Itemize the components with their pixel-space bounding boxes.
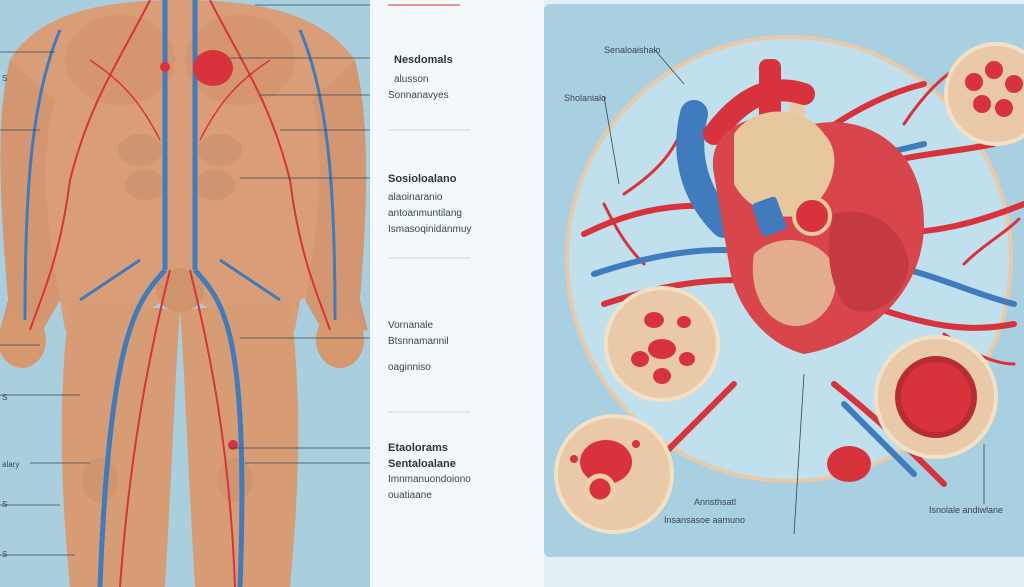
heart-label-2: Sholanialo xyxy=(564,93,607,103)
body-label-8: Vornanale xyxy=(388,320,434,331)
body-label-13: Imnmanuondoiono xyxy=(388,474,471,485)
body-illustration-panel: S S alary S S xyxy=(0,0,370,587)
label-column: Nesdomals alusson Sonnanavyes Sosioloala… xyxy=(370,0,544,587)
edge-label: S xyxy=(2,393,8,402)
body-label-12: Sentaloalane xyxy=(388,458,456,470)
body-label-6: antoanmuntilang xyxy=(388,208,462,219)
edge-label: S xyxy=(2,74,8,83)
heart-label-3: Annsthsatl xyxy=(694,497,737,507)
body-label-5: alaoinaranio xyxy=(388,192,443,203)
heart-label-5: Isnolale andiwlane xyxy=(929,505,1004,515)
body-label-3: Sonnanavyes xyxy=(388,90,449,101)
heart-detail-panel: Senaloaishalo Sholanialo Annsthsatl Insa… xyxy=(544,4,1024,557)
body-label-9: Btsnnamannil xyxy=(388,336,449,347)
heart-illustration xyxy=(554,35,1024,535)
heart-label-1: Senaloaishalo xyxy=(604,45,661,55)
edge-label: alary xyxy=(2,460,20,469)
body-label-1: Nesdomals xyxy=(394,54,453,66)
body-label-11: Etaolorams xyxy=(388,442,448,454)
body-label-10: oaginniso xyxy=(388,362,431,373)
edge-label: S xyxy=(2,550,8,559)
heart-label-4: Insansasoe aamuno xyxy=(664,515,746,525)
label-separators xyxy=(388,4,470,413)
human-body-illustration xyxy=(0,0,370,587)
body-label-7: Ismasoqinidanmuy xyxy=(388,224,472,235)
body-label-2: alusson xyxy=(394,74,429,85)
body-label-14: ouatiaane xyxy=(388,490,432,501)
edge-label: S xyxy=(2,500,8,509)
body-label-4: Sosioloalano xyxy=(388,173,457,185)
